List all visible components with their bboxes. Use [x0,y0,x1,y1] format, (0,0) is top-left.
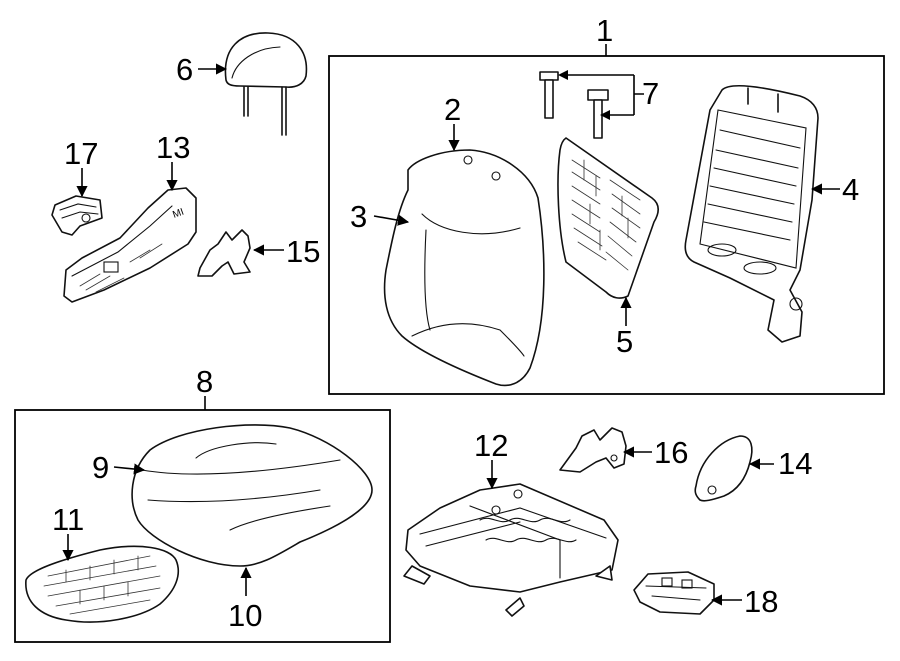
callout-4: 4 [842,172,859,207]
callout-12: 12 [474,428,508,463]
seat-track-adjuster[interactable] [403,483,619,617]
adjuster-knob[interactable] [51,195,103,236]
callout-14: 14 [778,446,812,481]
mounting-bolts[interactable] [539,71,609,139]
seat-cushion-pad[interactable] [25,545,180,623]
leader-lines [62,44,840,606]
callout-2: 2 [444,92,461,127]
callout-16: 16 [654,435,688,470]
callout-labels: 1 2 3 4 5 6 7 8 9 10 11 12 13 14 15 16 1… [52,13,859,633]
side-cover[interactable] [694,435,753,502]
callout-1: 1 [596,13,613,48]
callout-9: 9 [92,450,109,485]
callout-8: 8 [196,364,213,399]
seat-cushion-group-box [14,409,391,643]
seat-cushion-cover[interactable] [131,424,373,567]
cover-bracket[interactable] [197,229,251,277]
seat-back-cover[interactable] [383,149,545,387]
callout-3: 3 [350,199,367,234]
track-cover-bracket[interactable] [559,427,627,473]
trim-stamp: MI [171,207,185,221]
callout-6: 6 [176,52,193,87]
seat-back-pad[interactable] [557,137,660,299]
callout-17: 17 [64,136,98,171]
headrest[interactable] [224,32,308,136]
callout-10: 10 [228,598,262,633]
side-shield-cover[interactable]: MI [63,187,197,303]
seat-back-frame[interactable] [684,84,819,343]
callout-11: 11 [52,502,84,537]
callout-18: 18 [744,584,778,619]
callout-5: 5 [616,324,633,359]
callout-15: 15 [286,234,320,269]
callout-13: 13 [156,130,190,165]
under-seat-tray[interactable] [633,571,715,615]
callout-7: 7 [642,76,659,111]
